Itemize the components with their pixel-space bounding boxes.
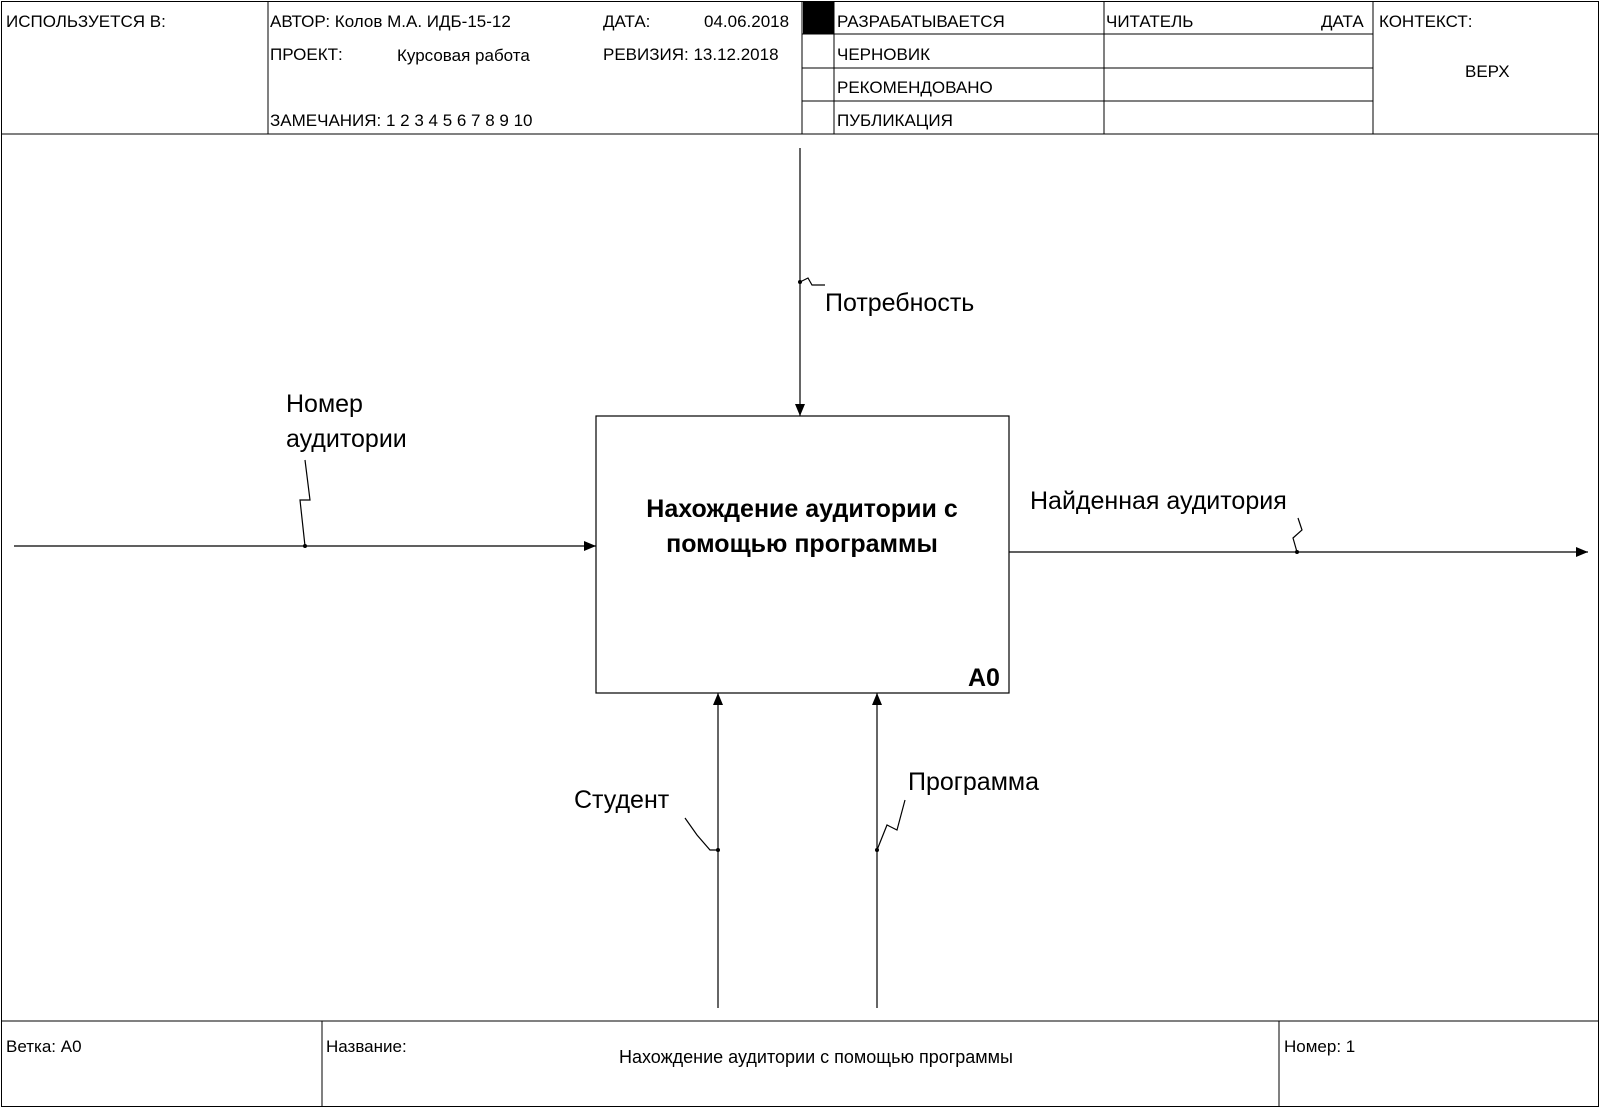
footer-title-label: Название: <box>326 1037 407 1056</box>
context-value: ВЕРХ <box>1465 62 1510 81</box>
notes-field: ЗАМЕЧАНИЯ: 1 2 3 4 5 6 7 8 9 10 <box>270 111 533 130</box>
footer-number: Номер: 1 <box>1284 1037 1356 1056</box>
mechanism-label-1: Студент <box>574 786 670 814</box>
context-label: КОНТЕКСТ: <box>1379 12 1473 31</box>
activity-box <box>595 415 1010 694</box>
status-item-draft: ЧЕРНОВИК <box>837 45 930 64</box>
mechanism-label-2: Программа <box>908 768 1039 796</box>
activity-title: Нахождение аудитории с помощью программы <box>646 495 958 558</box>
status-selected-marker <box>803 2 834 34</box>
status-item-developing: РАЗРАБАТЫВАЕТСЯ <box>837 12 1005 31</box>
footer-branch: Ветка: A0 <box>6 1037 82 1056</box>
reader-date-label: ДАТА <box>1321 12 1364 31</box>
date-label: ДАТА: <box>603 12 651 31</box>
author-field: АВТОР: Колов М.А. ИДБ-15-12 <box>270 12 511 31</box>
project-value: Курсовая работа <box>397 46 530 65</box>
control-label: Потребность <box>825 289 975 317</box>
revision-field: РЕВИЗИЯ: 13.12.2018 <box>603 45 779 64</box>
used-in-label: ИСПОЛЬЗУЕТСЯ В: <box>6 12 166 31</box>
activity-number: A0 <box>968 664 1000 692</box>
status-item-publication: ПУБЛИКАЦИЯ <box>837 111 953 130</box>
reader-label: ЧИТАТЕЛЬ <box>1106 12 1194 31</box>
project-label: ПРОЕКТ: <box>270 45 343 64</box>
status-item-recommended: РЕКОМЕНДОВАНО <box>837 78 993 97</box>
date-value: 04.06.2018 <box>704 12 790 31</box>
input-label: Номер аудитории <box>286 390 407 453</box>
footer-title-value: Нахождение аудитории с помощью программы <box>619 1047 1013 1067</box>
output-label: Найденная аудитория <box>1030 487 1287 515</box>
